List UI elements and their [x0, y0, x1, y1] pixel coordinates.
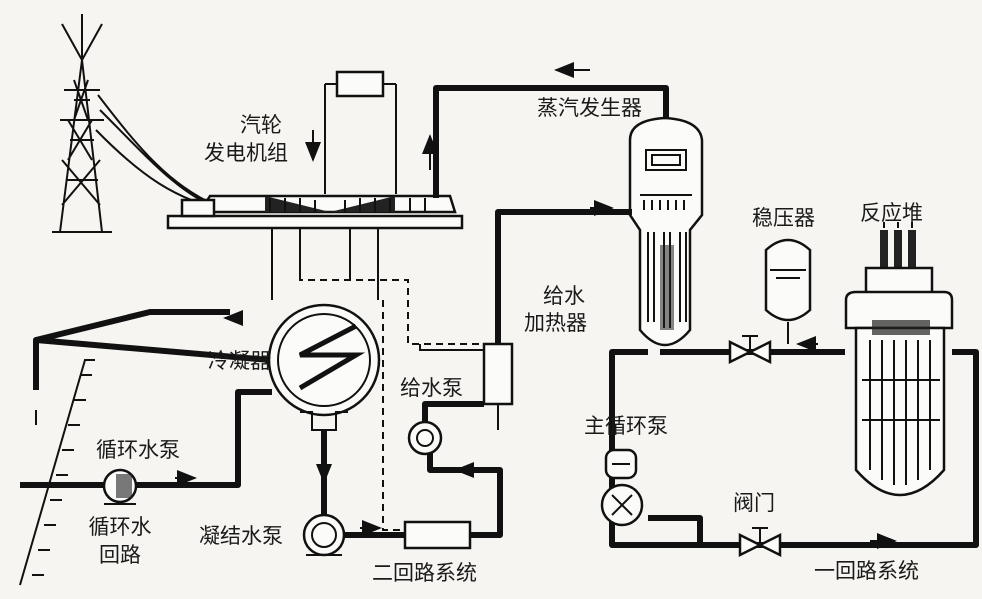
primary-loop-pipe [609, 349, 979, 548]
condensate-pump-label: 凝结水泵 [199, 524, 283, 548]
circulating-water-pump-label: 循环水泵 [96, 438, 180, 462]
valve-icon [728, 335, 772, 365]
reactor-vessel [844, 222, 954, 497]
turbine-generator-label-line2: 发电机组 [204, 141, 288, 165]
bleed-steam-line [299, 228, 484, 345]
pressurizer-label: 稳压器 [752, 206, 815, 230]
steam-generator-label: 蒸汽发生器 [537, 96, 642, 120]
moisture-separator [335, 70, 385, 98]
primary-loop-label: 一回路系统 [814, 559, 919, 583]
valve-icon [738, 527, 782, 558]
feedwater-heater-label-line1: 给水 [543, 284, 585, 308]
riverbank [19, 359, 95, 586]
condenser-label: 冷凝器 [208, 349, 271, 373]
main-circulation-pump-label: 主循环泵 [584, 414, 668, 438]
feedwater-heater-label-line2: 加热器 [524, 311, 587, 335]
circulating-water-loop-label-line1: 循环水 [88, 515, 152, 539]
reactor-label: 反应堆 [860, 201, 923, 225]
circulating-water-loop-label-line2: 回路 [99, 543, 141, 567]
main-circulation-pump-icon [600, 448, 644, 527]
feedwater-pump-icon [407, 420, 443, 456]
cooling-water-outlet-pipe [33, 309, 230, 390]
turbine-generator-label-line1: 汽轮 [240, 113, 282, 137]
low-pressure-heater [403, 520, 472, 550]
steam-generator [628, 116, 704, 347]
feedwater-pipe [495, 209, 632, 344]
circulating-water-pump-icon [102, 468, 138, 505]
pressurizer-vessel [764, 238, 818, 352]
turbine-generator [166, 194, 464, 230]
feedwater-heater [482, 342, 514, 406]
condenser [267, 228, 381, 431]
valve-label: 阀门 [733, 491, 775, 515]
secondary-loop-label: 二回路系统 [372, 561, 477, 585]
feedwater-pump-label: 给水泵 [400, 376, 463, 400]
condensate-pump-icon [302, 513, 346, 557]
